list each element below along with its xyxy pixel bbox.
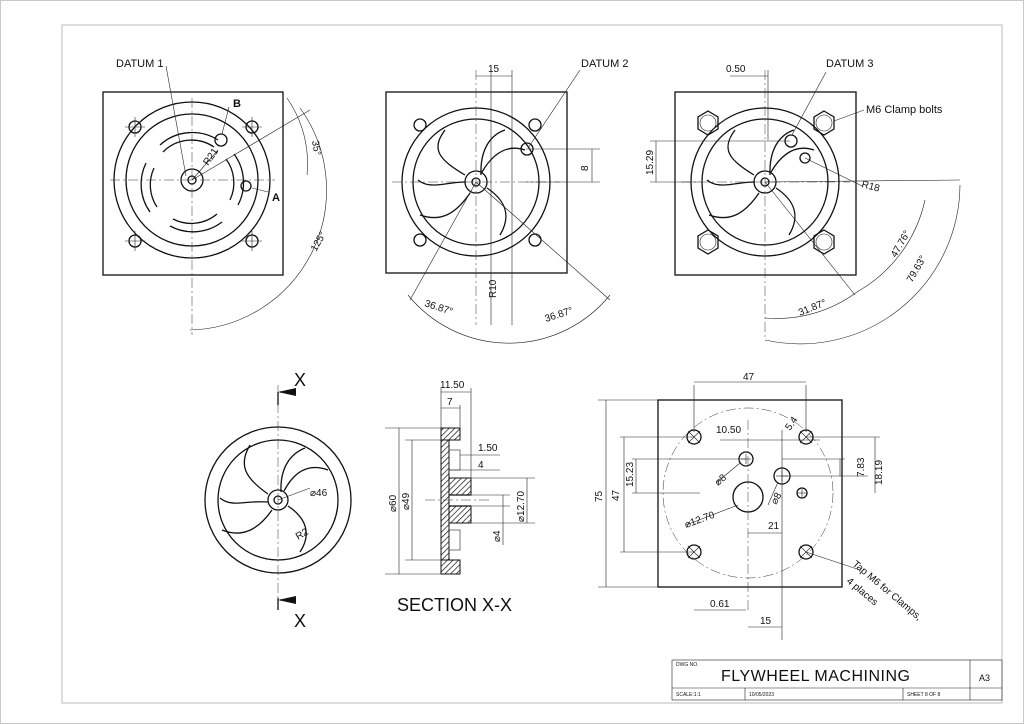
title-block: DWG NO. FLYWHEEL MACHINING A3 SCALE:1:1 … [671, 659, 1003, 701]
dim-150: 1.50 [478, 443, 498, 454]
angle-7963: 79.63° [905, 254, 929, 285]
dim-47-top: 47 [743, 372, 755, 383]
dim-21: 21 [768, 521, 780, 532]
radius-r10: R10 [488, 279, 499, 298]
dia-1270: ⌀12.70 [683, 510, 716, 531]
angle-right: 36.87° [544, 305, 575, 324]
scale: SCALE:1:1 [676, 692, 701, 698]
dwg-no-label: DWG NO. [676, 662, 699, 668]
dim-15: 15 [760, 616, 772, 627]
dia-46: ⌀46 [310, 488, 328, 499]
dim-54: 5.4 [783, 415, 800, 433]
dim-061: 0.61 [710, 599, 730, 610]
dim-4: 4 [478, 460, 484, 471]
radius-r18: R18 [860, 179, 881, 194]
clamp-bolts-label: M6 Clamp bolts [866, 104, 943, 116]
angle-125: 125° [309, 230, 329, 253]
dim-7: 7 [447, 397, 453, 408]
dim-050: 0.50 [726, 64, 746, 75]
radius-r2: R2 [294, 526, 311, 542]
dim-1529: 15.29 [645, 150, 656, 175]
view-datum-2: DATUM 2 15 8 R10 36.87° 36.87° [385, 58, 628, 344]
angle-3187: 31.87° [797, 298, 828, 319]
angle-35: 35° [309, 140, 322, 157]
datum-1-label: DATUM 1 [116, 58, 163, 70]
dia-60: ⌀60 [388, 494, 399, 512]
label-a: A [272, 192, 280, 204]
cut-label-bottom: X [294, 611, 306, 631]
dim-75: 75 [594, 490, 605, 502]
dia-1270: ⌀12.70 [516, 491, 527, 522]
label-b: B [233, 98, 241, 110]
dia-4: ⌀4 [492, 530, 503, 542]
dia-8-a: ⌀8 [713, 472, 729, 488]
dim-8: 8 [580, 165, 591, 171]
dia-8-b: ⌀8 [769, 491, 785, 507]
dim-47-left: 47 [611, 489, 622, 501]
drawing-frame [61, 24, 1003, 704]
sheet-number: SHEET 8 OF 8 [907, 692, 940, 698]
section-title: SECTION X-X [397, 595, 512, 615]
dim-1050: 10.50 [716, 425, 741, 436]
dim-1819: 18.19 [874, 460, 885, 485]
dim-1150: 11.50 [440, 380, 465, 391]
fixture-plate: 47 10.50 5.4 15.23 7.83 18.19 ⌀8 ⌀8 ⌀12.… [594, 372, 924, 640]
dia-49: ⌀49 [401, 492, 412, 510]
dim-1523: 15.23 [625, 462, 636, 487]
front-view: X X ⌀46 R2 [204, 370, 352, 631]
datum-2-label: DATUM 2 [581, 58, 628, 70]
angle-4776: 47.76° [889, 229, 913, 260]
view-datum-1: DATUM 1 B A R21 35° 125° [102, 58, 329, 335]
date: 10/05/2023 [749, 692, 774, 698]
section-view: SECTION X-X 11.50 7 1.50 4 ⌀60 ⌀49 ⌀4 ⌀1… [385, 380, 535, 615]
view-datum-3: DATUM 3 M6 Clamp bolts 0.50 15.29 R18 31… [645, 58, 961, 345]
dim-783: 7.83 [856, 457, 867, 477]
cut-label-top: X [294, 370, 306, 390]
sheet-size: A3 [979, 673, 990, 683]
drawing-title: FLYWHEEL MACHINING [721, 668, 910, 685]
datum-3-label: DATUM 3 [826, 58, 873, 70]
dim-15: 15 [488, 64, 500, 75]
